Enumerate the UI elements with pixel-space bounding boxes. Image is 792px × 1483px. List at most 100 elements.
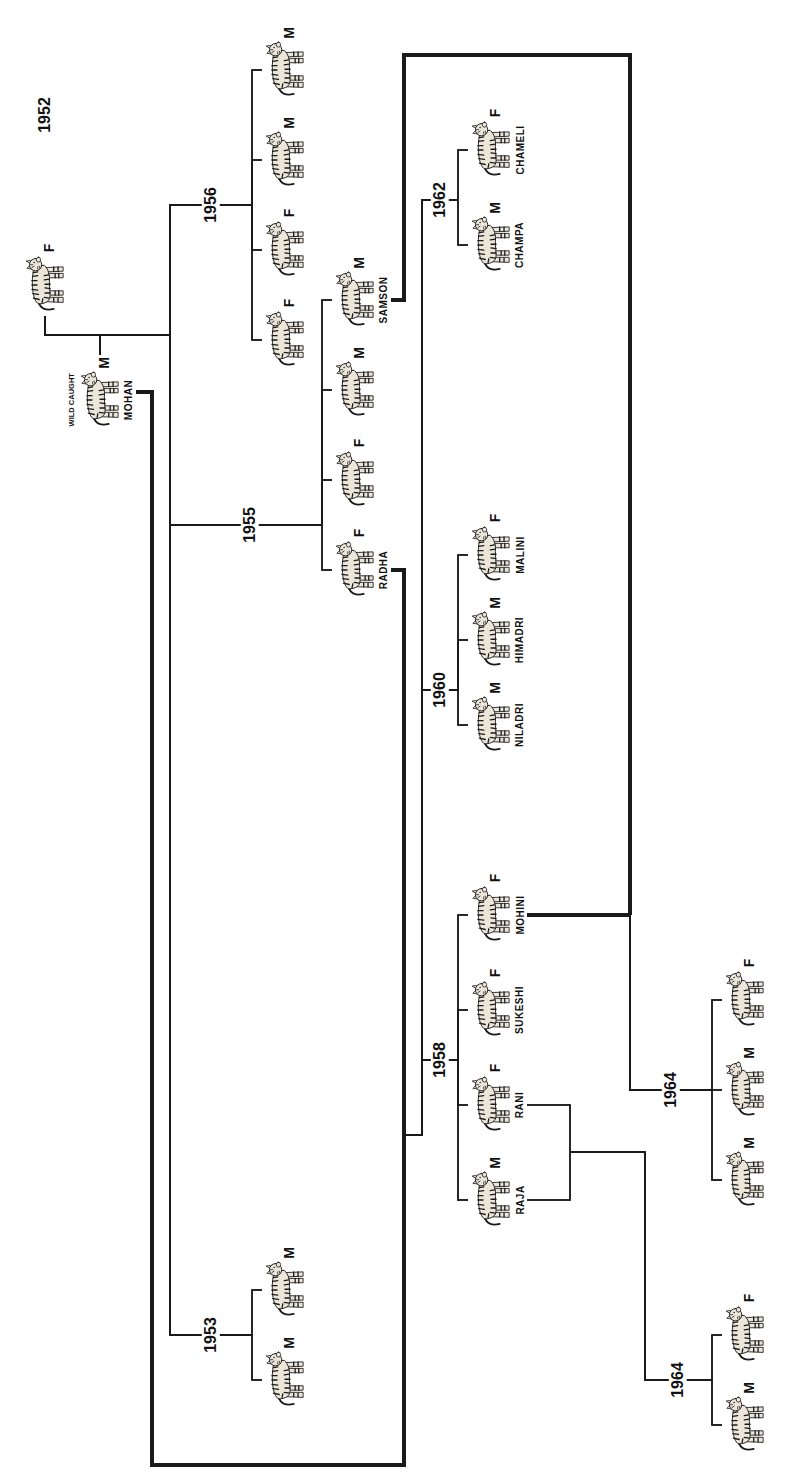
tiger-name: RANI — [515, 1092, 525, 1118]
litter-year: 1953 — [202, 1315, 220, 1355]
litter-line — [170, 335, 332, 525]
tiger-illustration — [468, 216, 514, 274]
litter-year: 1958 — [431, 1040, 449, 1080]
litter-line — [630, 915, 722, 1090]
tiger-figure: FSUKESHI — [468, 965, 527, 1041]
tiger-name: RADHA — [379, 551, 389, 590]
mating-line — [391, 570, 404, 1135]
tiger-drawing — [472, 1172, 509, 1225]
tiger-name: SUKESHI — [515, 986, 525, 1034]
litter-year: 1956 — [202, 185, 220, 225]
sex-letter: M — [742, 1137, 756, 1149]
litter-line — [170, 335, 332, 525]
sex-letter: M — [742, 1047, 756, 1059]
tiger-drawing — [472, 612, 509, 665]
sex-letter: M — [488, 202, 502, 214]
tiger-figure: MRAJA — [468, 1155, 527, 1231]
tiger-illustration — [332, 271, 378, 329]
tiger-name: CHAMPA — [515, 222, 525, 268]
tiger-illustration — [722, 1151, 768, 1209]
tiger-illustration — [468, 886, 514, 944]
sex-letter: F — [42, 244, 56, 253]
litter-line — [404, 200, 468, 1135]
tiger-illustration — [332, 451, 378, 509]
tiger-figure: F — [722, 1290, 770, 1366]
litter-line — [630, 915, 722, 1090]
pedigree-line — [100, 335, 332, 570]
parent-line — [100, 335, 170, 355]
pedigree-line — [527, 1152, 722, 1380]
origin-note: WILD CAUGHT — [67, 373, 75, 426]
tiger-figure: F — [722, 955, 770, 1031]
tiger-illustration — [262, 1351, 308, 1409]
parent-line — [45, 316, 170, 335]
tiger-drawing — [336, 362, 373, 415]
pedigree-line — [391, 55, 722, 1090]
parent-line — [100, 335, 170, 355]
sex-letter: F — [488, 109, 502, 118]
mating-line — [136, 392, 404, 1465]
parent-line — [100, 335, 170, 355]
pedigree-line — [100, 335, 262, 1335]
litter-line — [170, 70, 262, 335]
tiger-drawing — [472, 122, 509, 175]
tiger-name: MOHINI — [515, 895, 525, 934]
tiger-illustration — [468, 696, 514, 754]
tiger-figure: F — [262, 295, 310, 371]
parent-line — [45, 316, 170, 335]
pedigree-line — [136, 200, 468, 1465]
tiger-drawing — [472, 527, 509, 580]
litter-line — [170, 160, 262, 335]
sex-letter: M — [97, 357, 111, 369]
mating-line — [391, 570, 404, 1135]
litter-year: 1952 — [36, 95, 54, 135]
pedigree-line — [100, 205, 262, 355]
litter-line — [170, 335, 332, 525]
tiger-drawing — [81, 372, 118, 425]
tiger-name: HIMADRI — [515, 617, 525, 663]
sex-letter: F — [282, 299, 296, 308]
litter-line — [570, 1152, 722, 1380]
litter-line — [404, 915, 468, 1135]
tiger-illustration — [722, 1396, 768, 1454]
tiger-illustration — [722, 1061, 768, 1119]
mating-line — [136, 392, 404, 1465]
pedigree-line — [391, 555, 468, 1135]
pedigree-line — [136, 392, 468, 1465]
tiger-drawing — [266, 132, 303, 185]
tiger-drawing — [336, 272, 373, 325]
tiger-illustration — [722, 1306, 768, 1364]
tiger-figure: MHIMADRI — [468, 595, 527, 671]
tiger-illustration — [468, 1076, 514, 1134]
mating-line — [136, 392, 404, 1465]
parent-line — [45, 316, 170, 335]
pedigree-line — [100, 205, 262, 355]
tiger-drawing — [726, 1307, 763, 1360]
litter-year: 1962 — [431, 180, 449, 220]
pedigree-line — [136, 392, 468, 1465]
tiger-figure: M — [722, 1380, 770, 1456]
tiger-illustration — [722, 971, 768, 1029]
tiger-name: MALINI — [515, 536, 525, 573]
parent-line — [100, 335, 170, 355]
parent-line — [527, 1152, 570, 1200]
tiger-figure: M — [262, 25, 310, 101]
tiger-drawing — [266, 1262, 303, 1315]
tiger-figure: MSAMSON — [332, 255, 391, 331]
parent-line — [100, 335, 170, 355]
pedigree-line — [136, 392, 468, 1465]
tiger-name: NILADRI — [515, 703, 525, 747]
tiger-figure: F — [22, 240, 70, 316]
tiger-drawing — [266, 222, 303, 275]
tiger-figure: M — [332, 345, 380, 421]
tiger-illustration — [77, 371, 123, 429]
parent-line — [45, 316, 170, 335]
pedigree-line — [391, 55, 722, 1090]
litter-line — [404, 150, 468, 1135]
sex-letter: M — [488, 682, 502, 694]
pedigree-line — [100, 300, 332, 525]
tiger-drawing — [472, 887, 509, 940]
litter-line — [570, 1152, 722, 1380]
tiger-illustration — [262, 41, 308, 99]
